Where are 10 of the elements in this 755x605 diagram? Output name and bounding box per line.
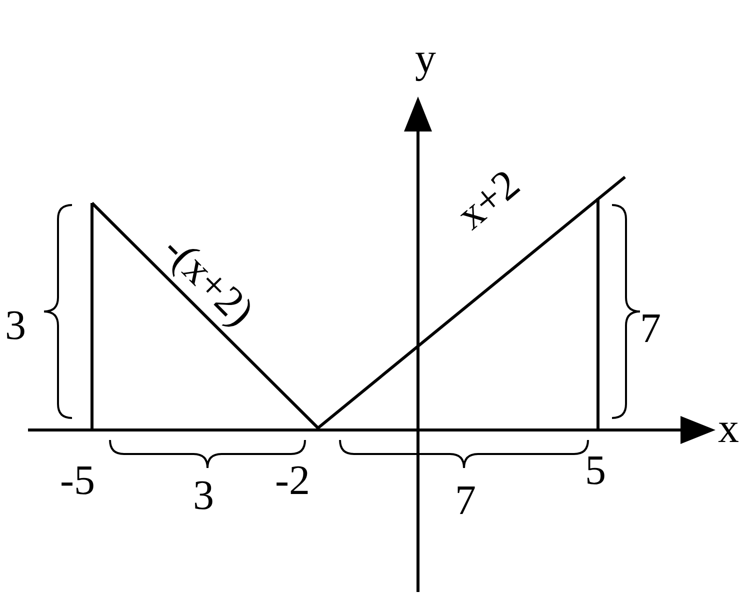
tick-label: 5 (585, 450, 606, 492)
dimension-label: 3 (5, 305, 26, 347)
axis-label: y (415, 38, 436, 80)
axis-label: x (718, 408, 739, 450)
dimension-label: 7 (455, 480, 476, 522)
tick-label: -5 (60, 460, 95, 502)
dimension-label: 3 (193, 475, 214, 517)
dimension-label: 7 (640, 308, 661, 350)
tick-label: -2 (275, 460, 310, 502)
function-label: x+2 (450, 162, 528, 238)
